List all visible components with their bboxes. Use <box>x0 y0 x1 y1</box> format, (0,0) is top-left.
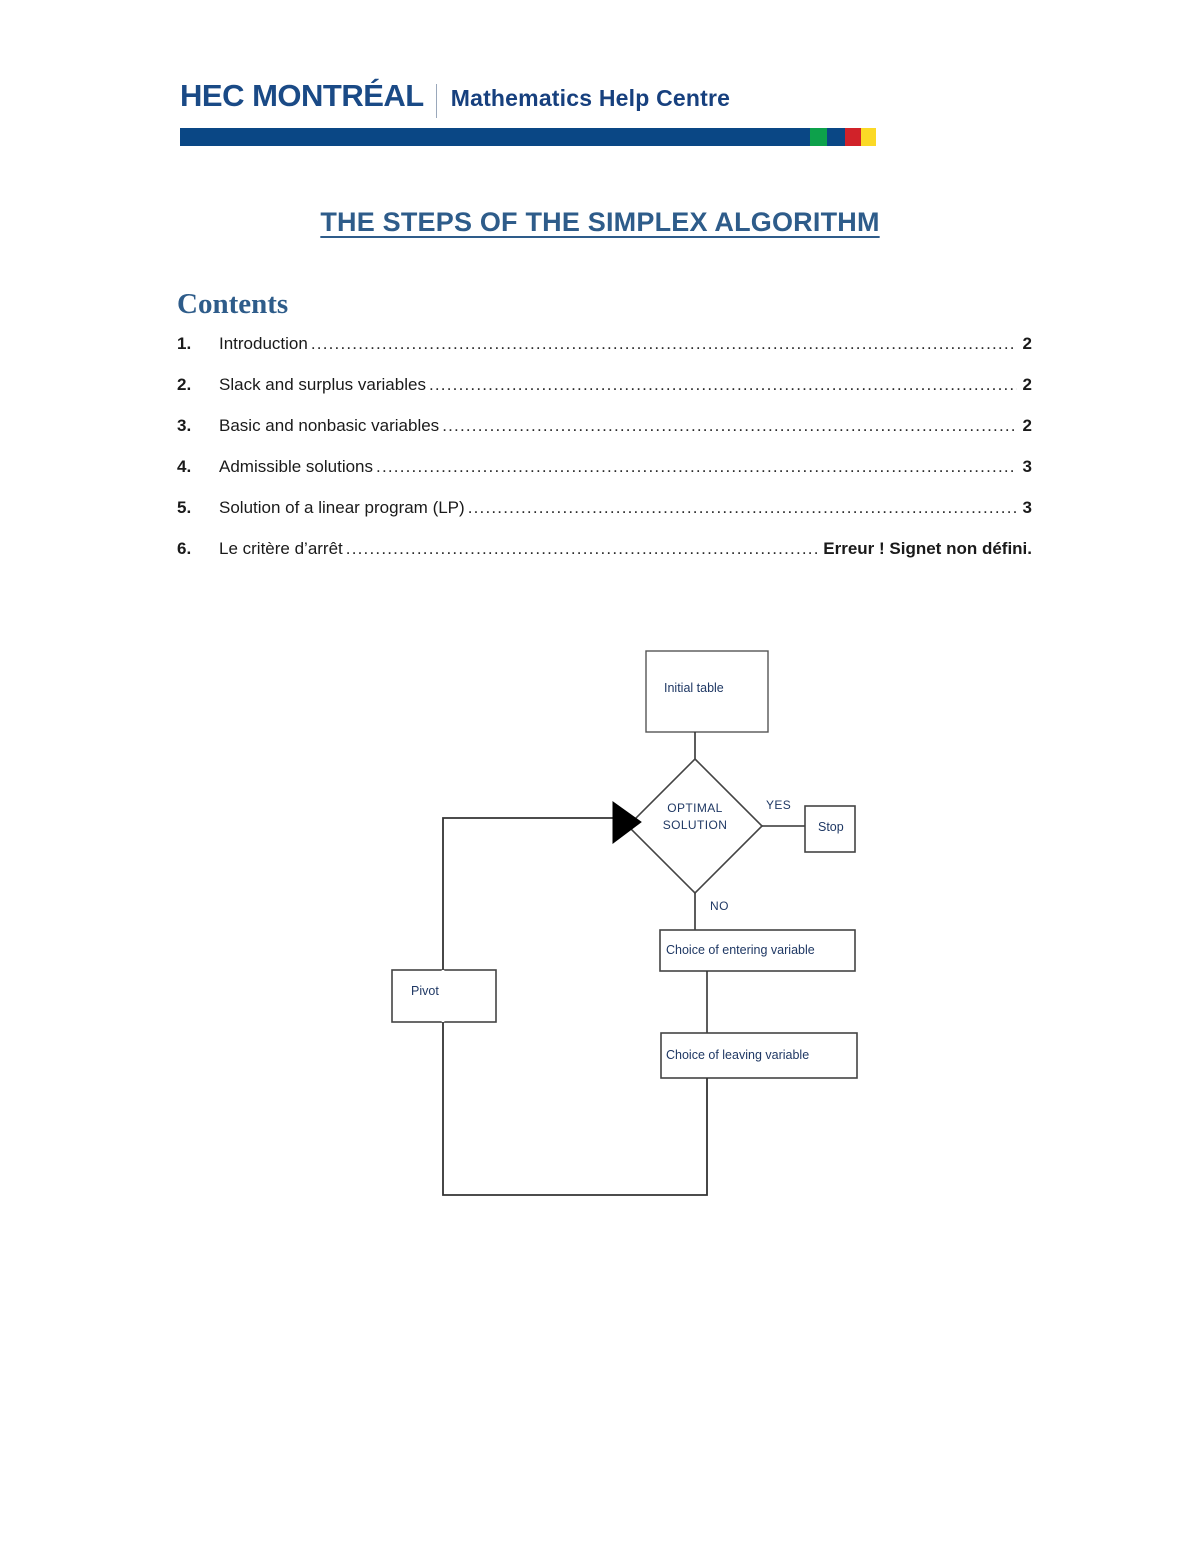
flow-arrowhead-into-decision <box>612 801 642 844</box>
toc-entry[interactable]: 3. Basic and nonbasic variables..........… <box>177 416 1032 457</box>
toc-entry[interactable]: 1. Introduction..........................… <box>177 334 1032 375</box>
header-color-bar <box>180 128 876 146</box>
toc-entry-number: 5. <box>177 498 192 517</box>
toc-entry-label: Slack and surplus variables <box>219 375 426 394</box>
toc-leader-dots: ........................................… <box>376 457 1017 476</box>
flow-label-initial-table: Initial table <box>664 681 724 695</box>
flow-label-no: NO <box>710 899 729 913</box>
toc-entry-page: 3 <box>1022 498 1032 517</box>
toc-entry[interactable]: 5. Solution of a linear program (LP).....… <box>177 498 1032 539</box>
toc-entry-page: Erreur ! Signet non défini. <box>823 539 1032 558</box>
flow-box-entering-variable <box>659 929 856 972</box>
flow-label-entering-variable: Choice of entering variable <box>666 943 815 957</box>
toc-entry-page: 2 <box>1022 416 1032 435</box>
toc-entry[interactable]: 6. Le critère d’arrêt....................… <box>177 539 1032 580</box>
toc-leader-dots: ........................................… <box>442 416 1017 435</box>
flow-label-optimal-line2: SOLUTION <box>662 818 728 832</box>
toc-entry[interactable]: 2. Slack and surplus variables...........… <box>177 375 1032 416</box>
flow-label-pivot: Pivot <box>411 984 439 998</box>
toc-entry-label: Basic and nonbasic variables <box>219 416 440 435</box>
table-of-contents: 1. Introduction..........................… <box>177 334 1032 580</box>
toc-entry-label: Introduction <box>219 334 308 353</box>
contents-heading: Contents <box>177 288 289 320</box>
toc-leader-dots: ........................................… <box>428 375 1017 394</box>
logo-divider <box>435 84 437 118</box>
toc-entry-number: 4. <box>177 457 192 476</box>
header-bar-segment-blue-accent <box>827 128 845 146</box>
flow-label-leaving-variable: Choice of leaving variable <box>666 1048 810 1062</box>
toc-entry-label: Le critère d’arrêt <box>219 539 343 558</box>
header-bar-segment-green <box>809 128 828 146</box>
flow-box-pivot <box>391 969 497 1023</box>
toc-entry-number: 1. <box>177 334 192 353</box>
toc-leader-dots: ........................................… <box>310 334 1017 353</box>
header-bar-segment-yellow <box>860 128 876 146</box>
toc-entry-number: 3. <box>177 416 192 435</box>
toc-entry-number: 6. <box>177 539 192 558</box>
toc-entry[interactable]: 4. Admissible solutions..................… <box>177 457 1032 498</box>
page-title: THE STEPS OF THE SIMPLEX ALGORITHM <box>320 207 880 237</box>
toc-entry-label: Solution of a linear program (LP) <box>219 498 465 517</box>
toc-entry-page: 2 <box>1022 334 1032 353</box>
toc-entry-page: 2 <box>1022 375 1032 394</box>
header-bar-segment-red <box>844 128 861 146</box>
toc-entry-label: Admissible solutions <box>219 457 374 476</box>
header-bar-segment-blue-main <box>180 128 810 146</box>
institution-logo: HEC MONTRÉAL Mathematics Help Centre <box>180 78 880 124</box>
logo-hec-montreal-text: HEC MONTRÉAL <box>180 78 424 113</box>
flow-label-optimal-solution: OPTIMAL SOLUTION <box>660 800 730 834</box>
flow-box-leaving-variable <box>660 1032 858 1079</box>
flow-box-stop <box>804 805 856 853</box>
flow-label-stop: Stop <box>818 820 844 834</box>
flow-label-optimal-line1: OPTIMAL <box>667 801 723 815</box>
flow-box-initial-table <box>645 650 769 733</box>
page-header: HEC MONTRÉAL Mathematics Help Centre <box>180 78 880 148</box>
toc-entry-page: 3 <box>1022 457 1032 476</box>
toc-leader-dots: ........................................… <box>467 498 1017 517</box>
logo-subtitle-text: Mathematics Help Centre <box>450 85 731 111</box>
toc-leader-dots: ........................................… <box>345 539 818 558</box>
flow-label-yes: YES <box>766 798 792 812</box>
flow-edge-feedback-loop <box>442 817 708 1196</box>
flow-diamond-optimal-solution <box>626 757 764 895</box>
toc-entry-number: 2. <box>177 375 192 394</box>
